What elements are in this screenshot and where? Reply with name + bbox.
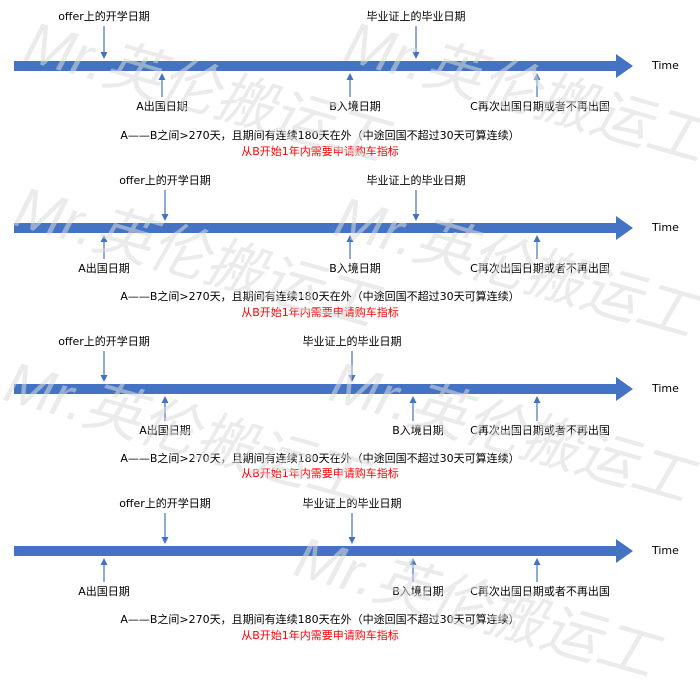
above-marker-label: offer上的开学日期 — [119, 173, 211, 187]
below-marker-arrow-head — [409, 396, 417, 403]
highlight-text: 从B开始1年内需要申请购车指标 — [241, 628, 399, 642]
above-marker-label: 毕业证上的毕业日期 — [367, 173, 466, 187]
above-marker-arrow-head — [161, 537, 169, 544]
time-label: Time — [651, 544, 679, 557]
timeline-arrowhead — [616, 54, 633, 78]
rule-text: A——B之间>270天，且期间有连续180天在外（中途回国不超过30天可算连续） — [120, 612, 519, 626]
below-marker-arrow-head — [346, 235, 354, 242]
timeline-arrowhead — [616, 539, 633, 563]
below-marker-label: C再次出国日期或者不再出国 — [470, 261, 610, 275]
below-marker-arrow-head — [346, 73, 354, 80]
below-marker-arrow-head — [533, 396, 541, 403]
highlight-text: 从B开始1年内需要申请购车指标 — [241, 305, 399, 319]
below-marker-label: A出国日期 — [78, 261, 130, 275]
timeline-axis — [14, 61, 618, 71]
time-label: Time — [651, 59, 679, 72]
timeline-arrowhead — [616, 377, 633, 401]
above-marker-arrow-head — [348, 375, 356, 382]
below-marker-arrow-head — [100, 558, 108, 565]
below-marker-arrow-head — [100, 235, 108, 242]
timeline-axis — [14, 223, 618, 233]
below-marker-label: A出国日期 — [136, 99, 188, 113]
highlight-text: 从B开始1年内需要申请购车指标 — [241, 144, 399, 158]
timeline-axis — [14, 384, 618, 394]
below-marker-arrow-head — [533, 235, 541, 242]
below-marker-label: B入境日期 — [329, 99, 381, 113]
below-marker-label: A出国日期 — [139, 423, 191, 437]
time-label: Time — [651, 382, 679, 395]
below-marker-arrow-head — [533, 73, 541, 80]
above-marker-label: 毕业证上的毕业日期 — [303, 496, 402, 510]
above-marker-label: offer上的开学日期 — [119, 496, 211, 510]
below-marker-label: B入境日期 — [329, 261, 381, 275]
below-marker-arrow-head — [161, 396, 169, 403]
highlight-text: 从B开始1年内需要申请购车指标 — [241, 466, 399, 480]
above-marker-label: offer上的开学日期 — [58, 334, 150, 348]
rule-text: A——B之间>270天，且期间有连续180天在外（中途回国不超过30天可算连续） — [120, 128, 519, 142]
below-marker-label: B入境日期 — [392, 423, 444, 437]
below-marker-label: C再次出国日期或者不再出国 — [470, 584, 610, 598]
above-marker-arrow-head — [161, 214, 169, 221]
below-marker-arrow-head — [533, 558, 541, 565]
above-marker-label: offer上的开学日期 — [58, 9, 150, 23]
above-marker-arrow-head — [100, 375, 108, 382]
timeline-axis — [14, 546, 618, 556]
above-marker-arrow-head — [412, 214, 420, 221]
rule-text: A——B之间>270天，且期间有连续180天在外（中途回国不超过30天可算连续） — [120, 451, 519, 465]
above-marker-arrow-head — [348, 537, 356, 544]
below-marker-label: C再次出国日期或者不再出国 — [470, 423, 610, 437]
below-marker-label: A出国日期 — [78, 584, 130, 598]
below-marker-arrow-head — [409, 558, 417, 565]
above-marker-label: 毕业证上的毕业日期 — [367, 9, 466, 23]
above-marker-arrow-head — [412, 52, 420, 59]
timeline-arrowhead — [616, 216, 633, 240]
above-marker-arrow-head — [100, 52, 108, 59]
rule-text: A——B之间>270天，且期间有连续180天在外（中途回国不超过30天可算连续） — [120, 289, 519, 303]
below-marker-label: C再次出国日期或者不再出国 — [470, 99, 610, 113]
time-label: Time — [651, 221, 679, 234]
below-marker-arrow-head — [158, 73, 166, 80]
above-marker-label: 毕业证上的毕业日期 — [303, 334, 402, 348]
below-marker-label: B入境日期 — [392, 584, 444, 598]
